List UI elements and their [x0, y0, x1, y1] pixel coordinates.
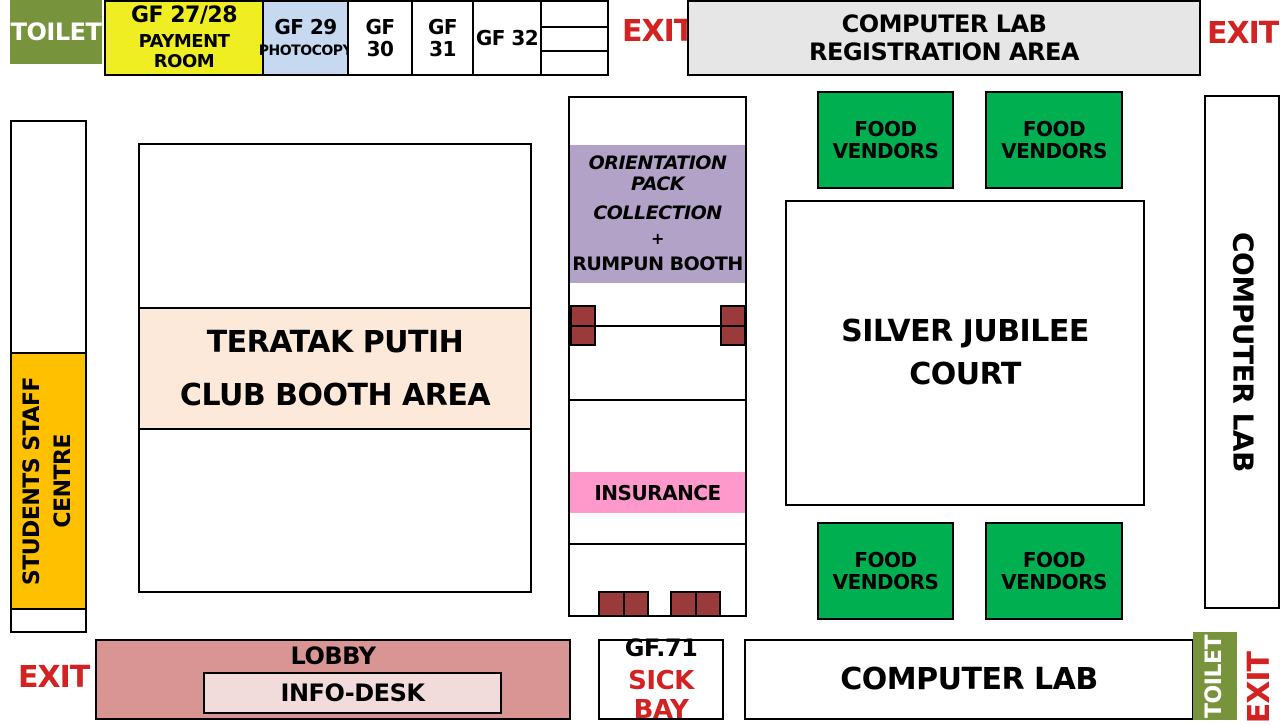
- silver-jubilee-court: SILVER JUBILEE COURT: [785, 200, 1145, 506]
- gf32-label: GF 32: [475, 26, 539, 50]
- insurance-booth: INSURANCE: [570, 472, 745, 513]
- computer-lab-bottom-label: COMPUTER LAB: [840, 662, 1098, 697]
- room-gf30: GF 30: [347, 0, 413, 76]
- teratak-lower-area: [138, 428, 532, 593]
- orientation-line3: +: [651, 229, 664, 249]
- room-gf29-photocopy: GF 29 PHOTOCOPY: [258, 0, 353, 76]
- food-vendors-label: FOOD VENDORS: [832, 117, 939, 163]
- left-column-upper: [10, 120, 87, 354]
- students-staff-centre: STUDENTS STAFF CENTRE: [10, 352, 87, 610]
- info-desk-label: INFO-DESK: [280, 678, 425, 707]
- food-vendors-label: FOOD VENDORS: [832, 548, 939, 594]
- seat-block: [623, 591, 649, 617]
- room-unlabeled-a: [540, 0, 609, 28]
- exit-top-left: EXIT: [622, 14, 694, 49]
- sick-bay-label: SICK BAY: [628, 666, 694, 725]
- food-vendors-top-right: FOOD VENDORS: [985, 91, 1123, 189]
- silver-line2: COURT: [909, 357, 1021, 392]
- room-unlabeled-b: [540, 26, 609, 52]
- computer-lab-right-label: COMPUTER LAB: [1226, 232, 1260, 472]
- seat-block: [720, 305, 746, 327]
- payment-room-label: PAYMENT ROOM: [138, 31, 230, 73]
- room-gf32: GF 32: [472, 0, 542, 76]
- left-column-lower: [10, 608, 87, 633]
- teratak-upper-area: [138, 143, 532, 311]
- teratak-putih-club-booth-area: TERATAK PUTIH CLUB BOOTH AREA: [138, 307, 532, 431]
- seat-block: [570, 305, 596, 327]
- gf31-label: GF 31: [427, 15, 458, 61]
- corridor-divider-3: [570, 543, 745, 545]
- lobby-label: LOBBY: [290, 642, 377, 670]
- corridor-divider-1: [570, 325, 745, 327]
- corridor-divider-2: [570, 399, 745, 401]
- food-vendors-bottom-left: FOOD VENDORS: [817, 522, 954, 620]
- exit-bottom-right: EXIT: [1242, 652, 1277, 724]
- toilet-bottom: TOILET: [1193, 632, 1237, 720]
- teratak-line1: TERATAK PUTIH: [206, 325, 464, 360]
- gf30-label: GF 30: [365, 15, 395, 61]
- registration-line1: COMPUTER LAB: [841, 9, 1047, 38]
- computer-lab-bottom: COMPUTER LAB: [744, 639, 1194, 720]
- food-vendors-top-left: FOOD VENDORS: [817, 91, 954, 189]
- food-vendors-label: FOOD VENDORS: [1001, 548, 1107, 594]
- room-gf31: GF 31: [411, 0, 474, 76]
- room-gf27-payment: GF 27/28 PAYMENT ROOM: [104, 0, 264, 76]
- food-vendors-label: FOOD VENDORS: [1001, 117, 1107, 163]
- gf71-sick-bay: GF.71 SICK BAY: [598, 634, 724, 724]
- gf27-label: GF 27/28: [130, 3, 238, 29]
- seat-block: [570, 325, 596, 346]
- computer-lab-right: COMPUTER LAB: [1204, 95, 1280, 609]
- photocopy-label: PHOTOCOPY: [258, 43, 353, 60]
- orientation-line1: ORIENTATION PACK: [588, 152, 727, 196]
- computer-lab-registration-area: COMPUTER LAB REGISTRATION AREA: [687, 0, 1201, 76]
- orientation-line4: RUMPUN BOOTH: [572, 252, 743, 275]
- seat-block: [670, 591, 697, 617]
- seat-block: [720, 325, 746, 346]
- gf71-label: GF.71: [624, 633, 698, 662]
- seat-block: [598, 591, 625, 617]
- room-unlabeled-c: [540, 50, 609, 76]
- exit-top-right: EXIT: [1207, 16, 1279, 51]
- toilet-top-label: TOILET: [10, 17, 102, 46]
- info-desk: INFO-DESK: [203, 672, 502, 714]
- food-vendors-bottom-right: FOOD VENDORS: [985, 522, 1123, 620]
- teratak-line2: CLUB BOOTH AREA: [179, 378, 491, 413]
- toilet-bottom-label: TOILET: [1201, 634, 1227, 718]
- orientation-line2: COLLECTION: [593, 202, 722, 225]
- seat-block: [695, 591, 721, 617]
- gf29-label: GF 29: [274, 15, 337, 40]
- exit-bottom-left: EXIT: [18, 660, 90, 695]
- registration-line2: REGISTRATION AREA: [808, 38, 1080, 66]
- students-line1: STUDENTS STAFF: [20, 376, 46, 586]
- silver-line1: SILVER JUBILEE: [841, 314, 1089, 349]
- orientation-pack-collection: ORIENTATION PACK COLLECTION + RUMPUN BOO…: [570, 145, 745, 283]
- students-line2: CENTRE: [50, 434, 76, 528]
- insurance-label: INSURANCE: [594, 480, 721, 505]
- toilet-top: TOILET: [10, 0, 102, 64]
